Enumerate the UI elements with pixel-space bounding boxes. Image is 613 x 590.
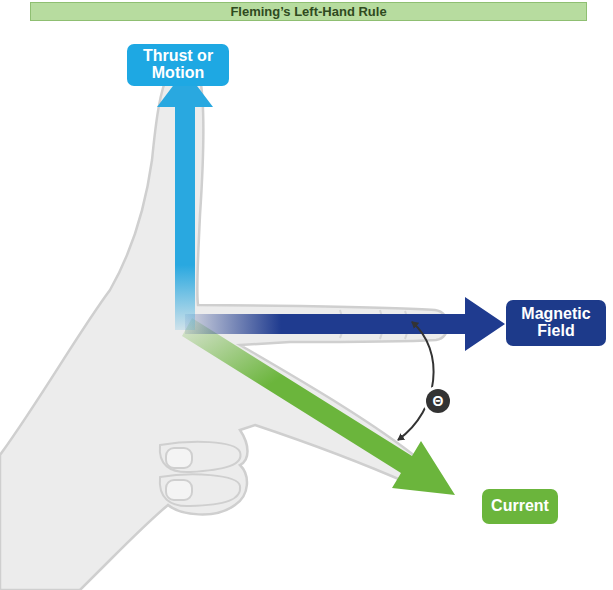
finger-nail — [166, 448, 192, 468]
finger-nail — [166, 480, 192, 500]
curled-finger — [160, 474, 240, 506]
angle-patch — [423, 386, 453, 416]
label-text: Θ — [433, 394, 444, 409]
title-band: Fleming’s Left-Hand Rule — [30, 2, 587, 21]
label-text: Thrust or Motion — [136, 48, 220, 82]
label-box: Magnetic Field — [506, 300, 606, 346]
current-arrow — [182, 318, 455, 495]
label-box: Thrust or Motion — [127, 44, 229, 86]
label-box: Current — [482, 489, 558, 524]
angle-symbol: Θ — [426, 389, 450, 413]
label-text: Current — [491, 498, 549, 515]
curled-finger — [160, 442, 241, 472]
thrust-arrow — [157, 70, 213, 330]
label-text: Magnetic Field — [516, 306, 596, 340]
angle-arc — [398, 322, 434, 440]
field-arrow — [185, 297, 505, 351]
title-text: Fleming’s Left-Hand Rule — [230, 5, 386, 18]
